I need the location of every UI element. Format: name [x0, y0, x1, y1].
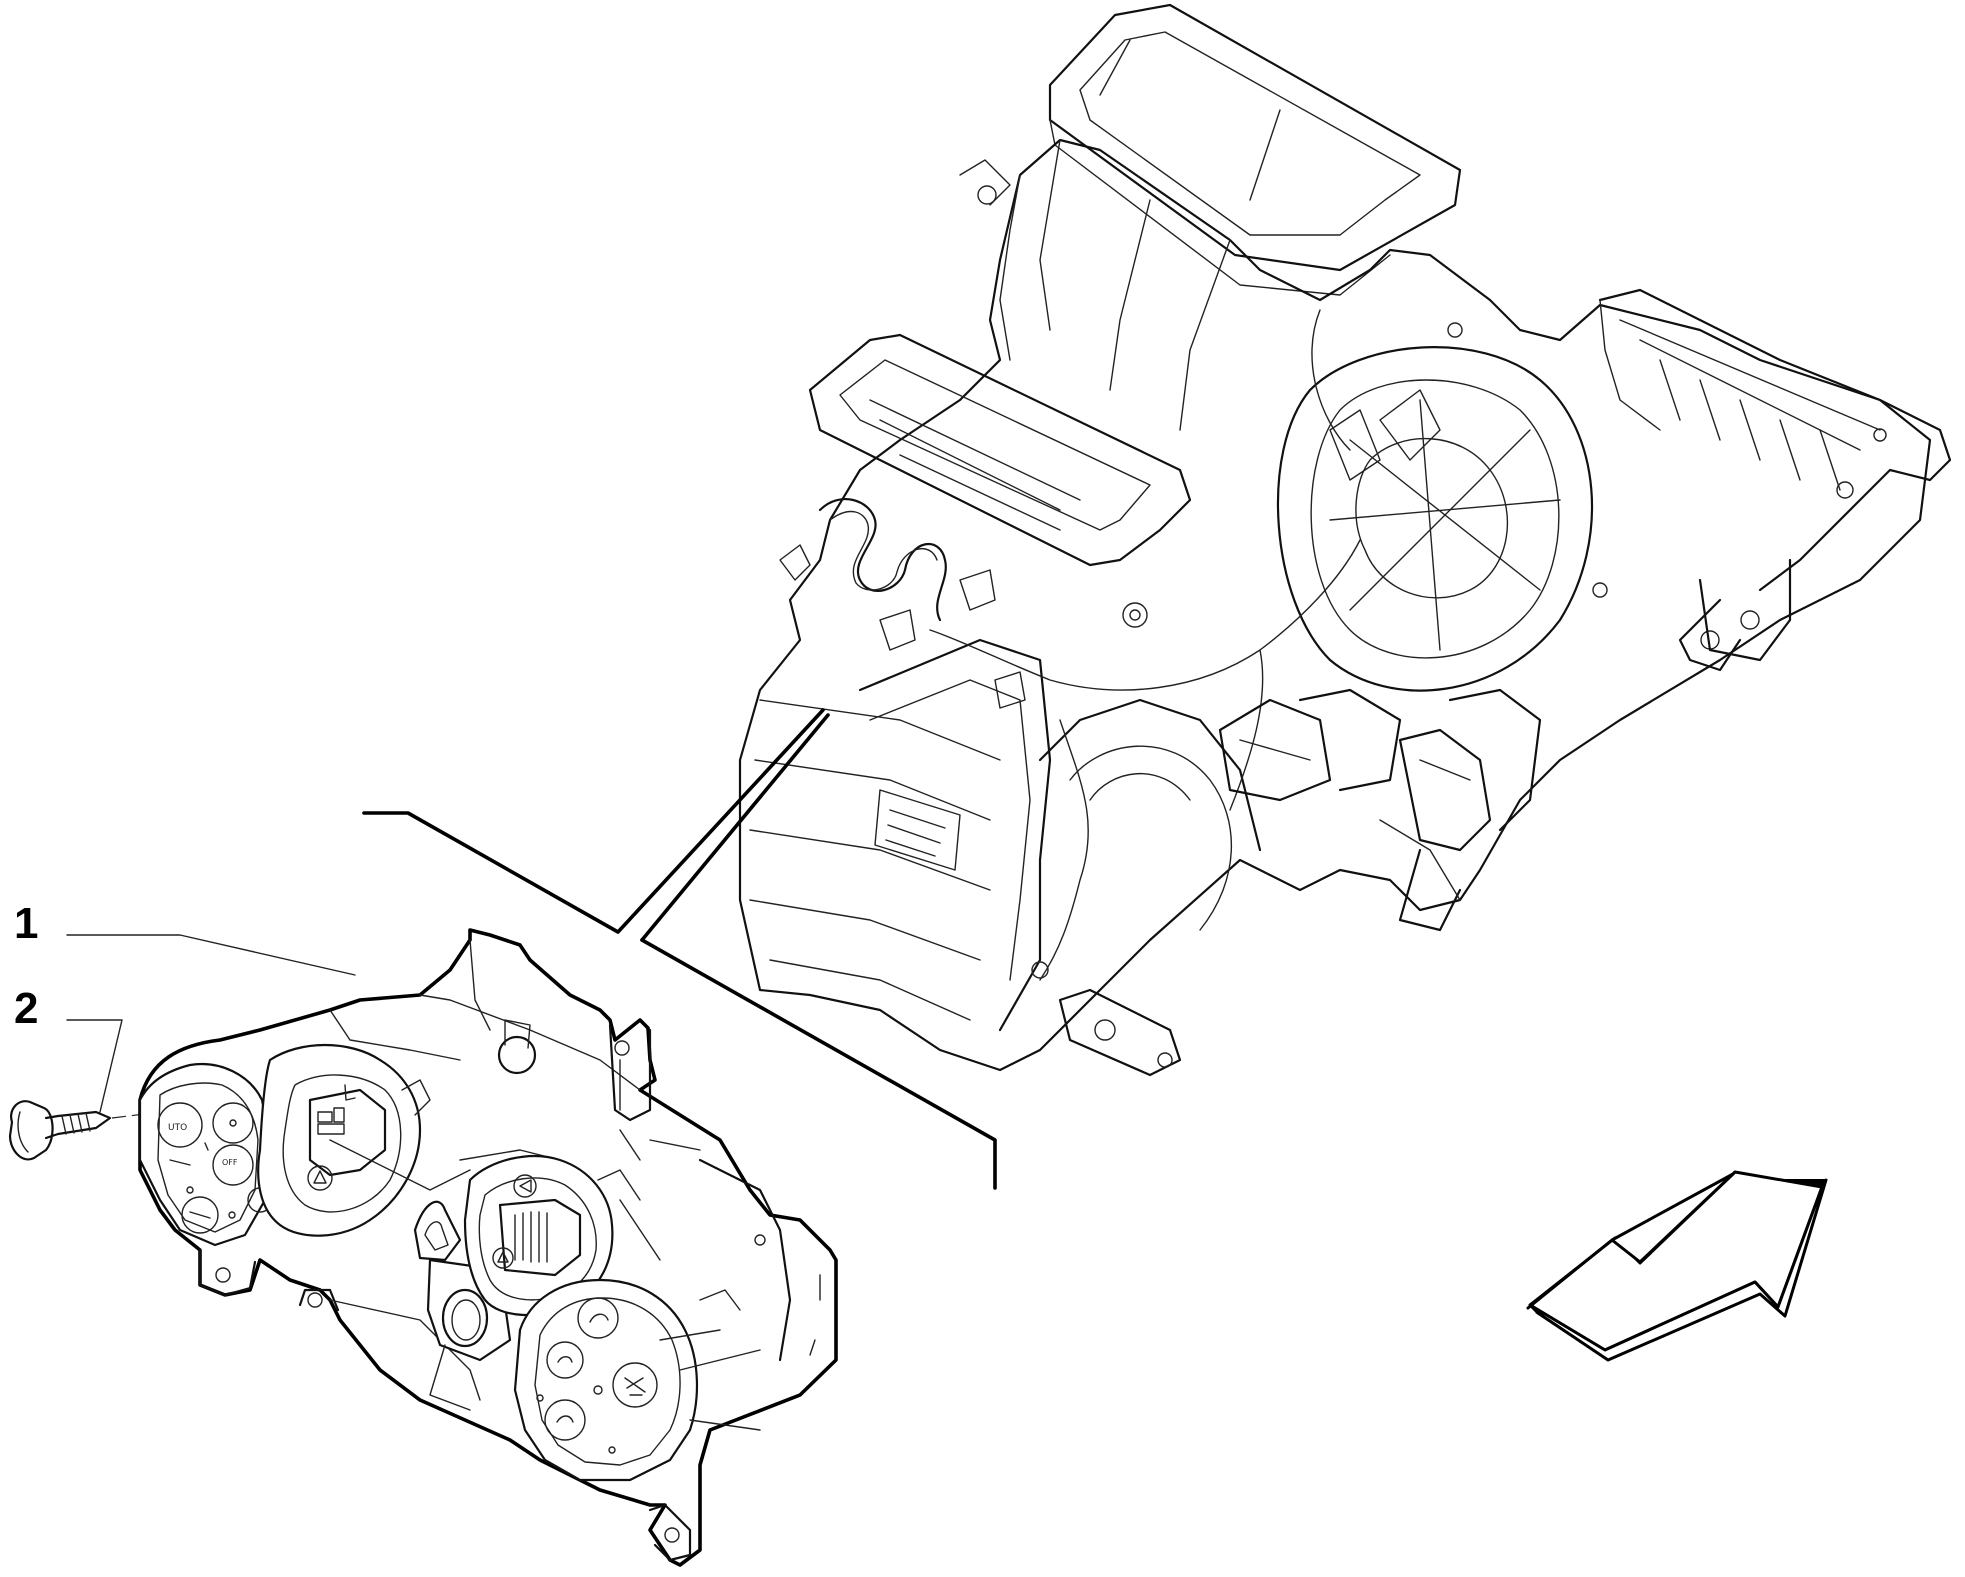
leader-line-callout-2 — [66, 1019, 123, 1113]
top-duct — [1048, 3, 1462, 296]
climate-control-panel: UTO OFF — [138, 928, 838, 1567]
leader-lines — [66, 708, 997, 1190]
leader-line-unit-pointer — [640, 713, 830, 942]
leader-line-right-arm — [640, 938, 997, 1190]
callout-number-1: 1 — [14, 899, 39, 948]
leader-line-left-arm — [362, 708, 825, 934]
left-rotary-knob — [257, 1043, 431, 1237]
leader-line-callout-1 — [66, 934, 356, 976]
front-direction-arrow-icon — [1526, 1170, 1828, 1362]
svg-text:UTO: UTO — [168, 1123, 187, 1133]
svg-text:OFF: OFF — [222, 1158, 238, 1167]
left-control-dial: UTO OFF — [138, 1062, 273, 1247]
main-housing — [738, 138, 1952, 1077]
right-control-dial — [513, 1278, 761, 1482]
middle-rotary-knob — [463, 1154, 641, 1317]
callout-number-2: 2 — [14, 984, 39, 1033]
hvac-unit — [738, 3, 1952, 1077]
